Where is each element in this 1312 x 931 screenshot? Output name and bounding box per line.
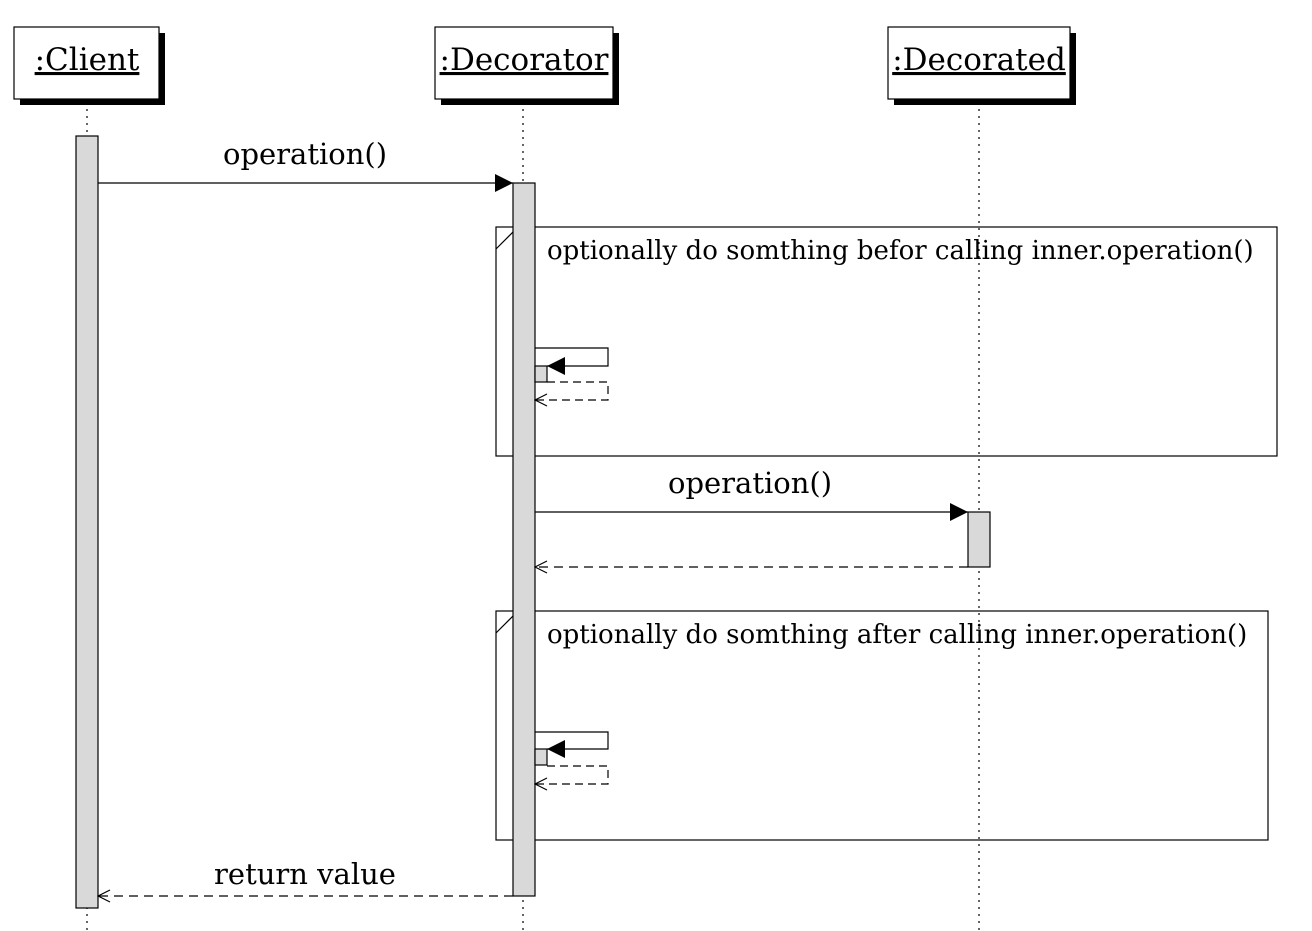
message-return-client: return value — [98, 857, 513, 896]
self-call-before — [534, 347, 609, 400]
note-before-text: optionally do somthing befor calling inn… — [547, 236, 1254, 266]
message-call-decorator: operation() — [98, 137, 513, 192]
client-header: :Client — [13, 26, 165, 105]
note-after-frame: optionally do somthing after calling inn… — [495, 610, 1269, 841]
message-call-decorated-label: operation() — [668, 466, 832, 500]
note-before-frame: optionally do somthing befor calling inn… — [495, 226, 1278, 457]
message-return-client-label: return value — [214, 857, 396, 891]
decorated-activation — [967, 511, 991, 568]
note-after-text: optionally do somthing after calling inn… — [547, 620, 1247, 650]
decorated-header: :Decorated — [887, 26, 1076, 105]
self-call-after-activation — [534, 748, 548, 766]
self-call-after — [534, 731, 609, 784]
client-activation — [75, 135, 99, 909]
message-call-decorator-label: operation() — [223, 137, 387, 171]
decorator-activation — [512, 182, 536, 897]
decorator-header: :Decorator — [434, 26, 619, 105]
decorated-label: :Decorated — [892, 42, 1066, 78]
decorator-label: :Decorator — [440, 42, 609, 78]
self-call-before-activation — [534, 365, 548, 383]
client-label: :Client — [35, 42, 140, 78]
message-call-decorated: operation() — [535, 466, 968, 521]
